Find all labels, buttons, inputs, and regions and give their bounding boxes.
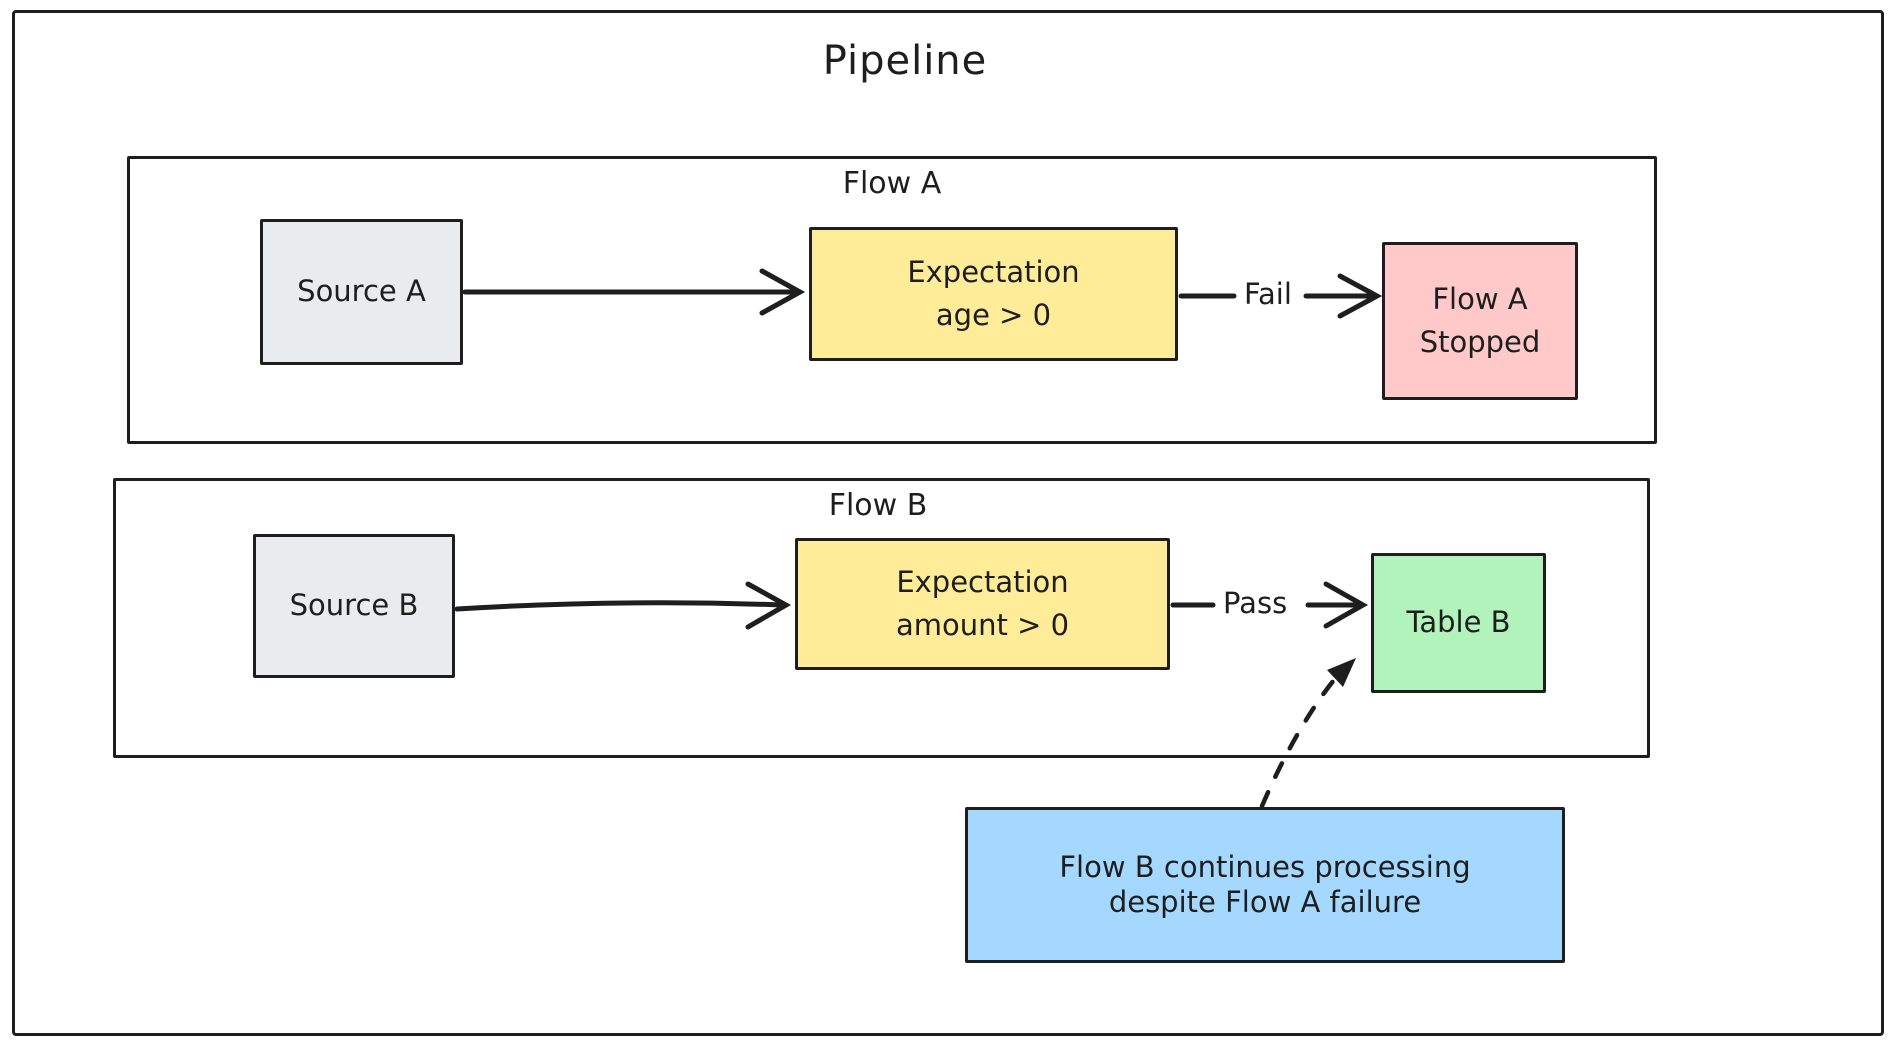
node-flow-a-stopped-line1: Flow A: [1432, 282, 1528, 317]
pipeline-outer-frame: [12, 10, 1884, 1036]
node-expectation-b-line2: amount > 0: [895, 607, 1070, 642]
node-table-b-label: Table B: [1406, 605, 1511, 640]
arrow-source-a-to-expectation: [462, 268, 806, 316]
flow-b-container: [113, 478, 1650, 758]
node-expectation-b-line1: Expectation: [896, 565, 1069, 600]
note-line2: despite Flow A failure: [1108, 885, 1422, 919]
node-expectation-b: Expectation amount > 0: [795, 538, 1170, 670]
node-expectation-a: Expectation age > 0: [809, 227, 1178, 361]
node-source-b: Source B: [253, 534, 455, 678]
node-expectation-a-line1: Expectation: [907, 255, 1080, 290]
node-flow-a-stopped-line2: Stopped: [1419, 324, 1541, 359]
arrow-source-b-to-expectation: [454, 581, 792, 630]
node-flow-a-stopped: Flow A Stopped: [1382, 242, 1578, 400]
node-expectation-a-line2: age > 0: [935, 297, 1052, 332]
note-line1: Flow B continues processing: [1059, 849, 1471, 884]
arrow-pass: [1170, 581, 1369, 629]
node-source-b-label: Source B: [289, 588, 419, 623]
arrow-note-to-table-b: [1259, 658, 1356, 809]
note-box: Flow B continues processing despite Flow…: [965, 807, 1565, 963]
edge-label-pass: Pass: [1219, 586, 1292, 620]
diagram-title: Pipeline: [822, 38, 988, 84]
node-source-a: Source A: [260, 219, 463, 365]
arrow-fail: [1178, 273, 1383, 319]
edge-label-fail: Fail: [1240, 277, 1296, 311]
node-source-a-label: Source A: [297, 274, 426, 309]
flow-a-container: [127, 156, 1657, 444]
flow-a-label: Flow A: [842, 166, 942, 201]
node-table-b: Table B: [1371, 553, 1546, 693]
flow-b-label: Flow B: [828, 488, 928, 523]
